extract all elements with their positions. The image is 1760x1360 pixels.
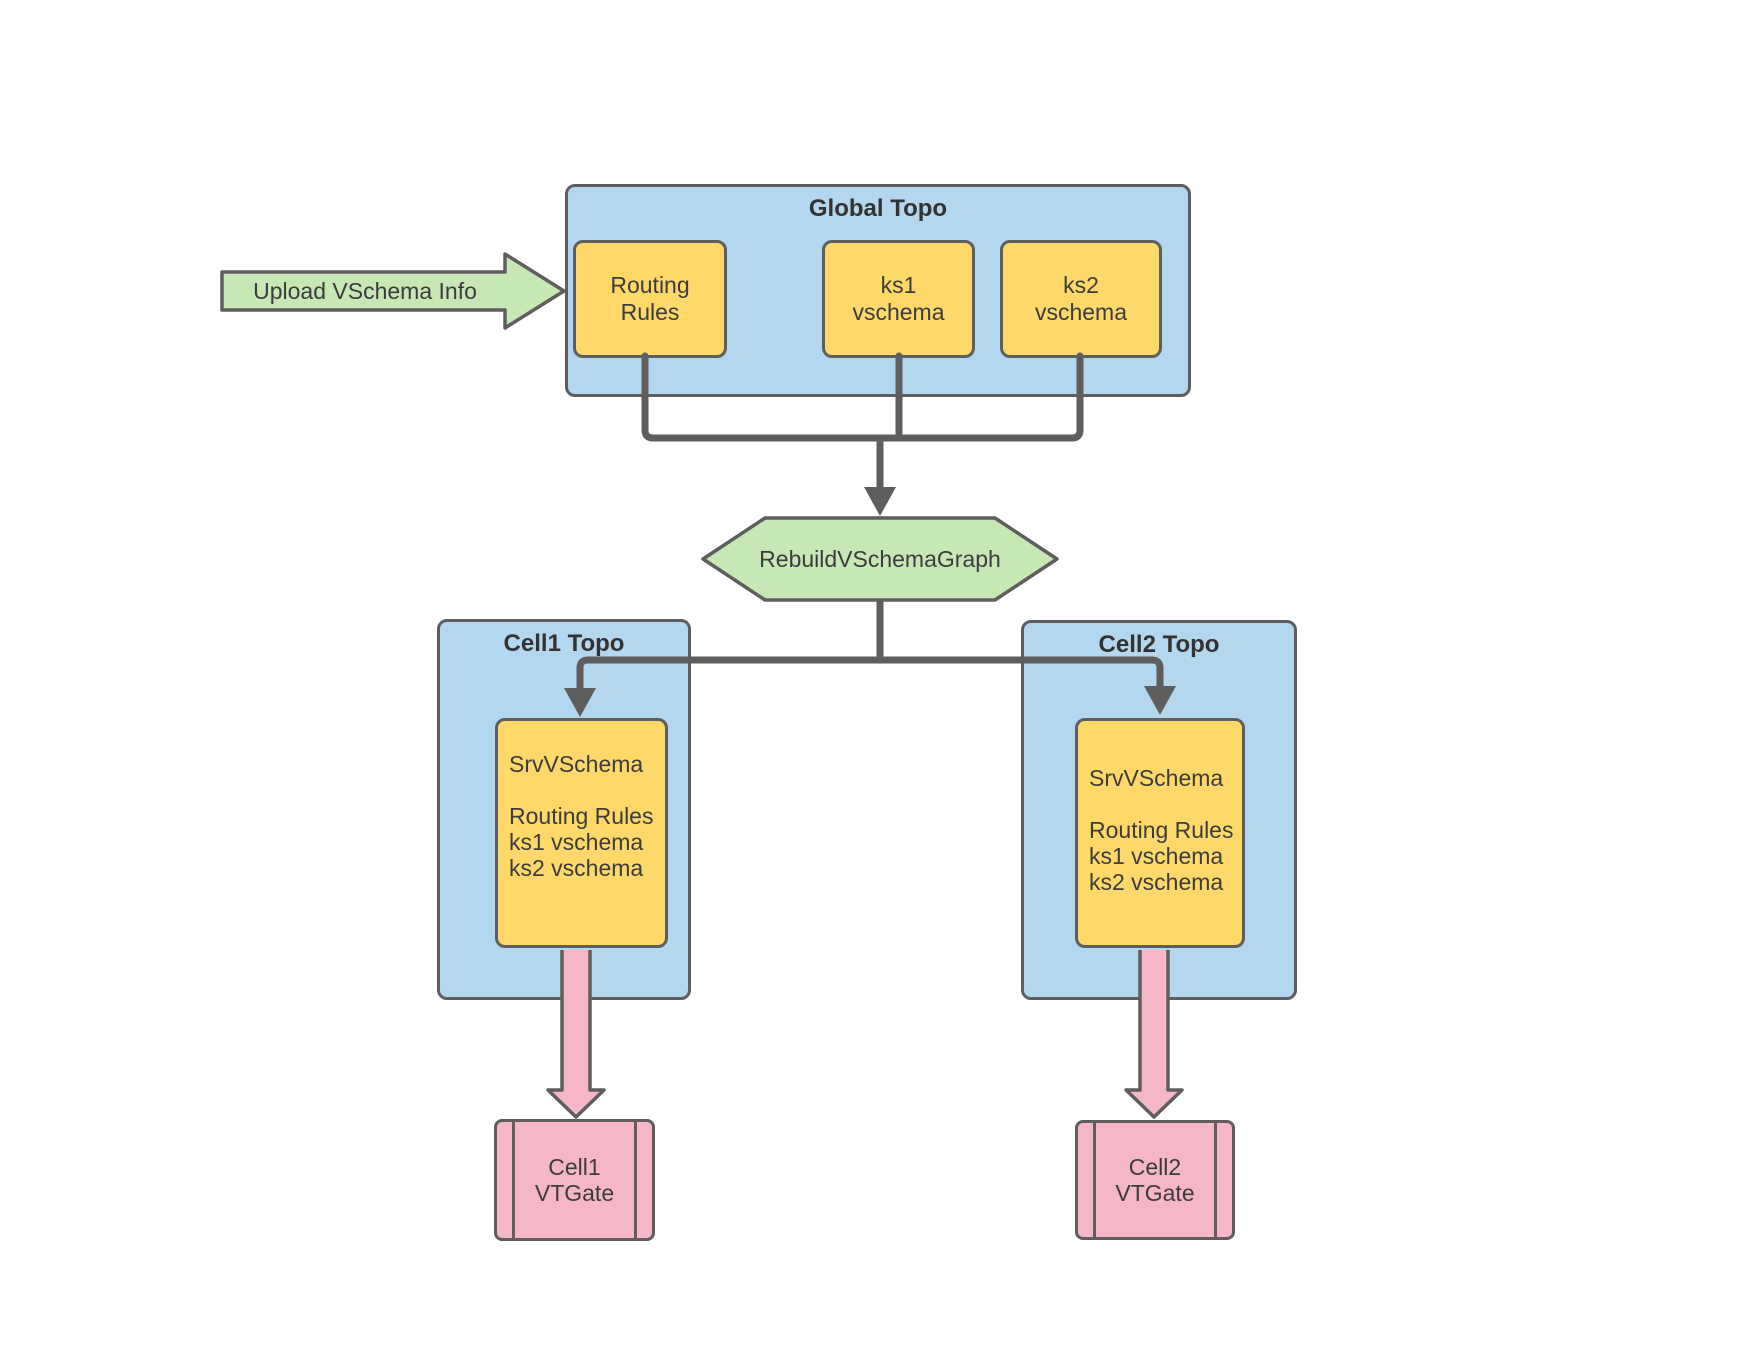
cell2-topo-title: Cell2 Topo (1098, 631, 1220, 658)
cell1-vtgate-line2: VTGate (534, 1180, 615, 1206)
node-routing-rules: Routing Rules (573, 240, 727, 358)
spacer (1078, 791, 1242, 817)
node-ks1-vschema: ks1 vschema (822, 240, 975, 358)
node-routing-rules-line1: Routing (610, 272, 690, 298)
rebuild-hexagon-label: RebuildVSchemaGraph (759, 545, 1001, 572)
cell1-srv-line: SrvVSchema (509, 751, 644, 777)
global-topo-title: Global Topo (808, 195, 948, 222)
cell2-srv-line: SrvVSchema (1089, 765, 1224, 791)
cell2-vtgate-line1: Cell2 (1128, 1154, 1182, 1180)
node-ks2-line1: ks2 (1063, 272, 1099, 298)
vtgate-side-bar (1214, 1123, 1217, 1237)
cell1-srv-vschema-box: SrvVSchema Routing Rules ks1 vschema ks2… (495, 718, 668, 948)
cell2-srv-line: Routing Rules (1089, 817, 1234, 843)
cell2-vtgate-box: Cell2 VTGate (1075, 1120, 1235, 1240)
node-ks2-line2: vschema (1034, 299, 1128, 325)
cell1-vtgate-box: Cell1 VTGate (494, 1119, 655, 1241)
node-ks1-line2: vschema (852, 299, 945, 325)
upload-arrow-label: Upload VSchema Info (253, 277, 477, 304)
spacer (498, 777, 665, 803)
cell2-vtgate-line2: VTGate (1115, 1180, 1195, 1206)
cell2-srv-vschema-box: SrvVSchema Routing Rules ks1 vschema ks2… (1075, 718, 1245, 948)
cell1-srv-line: Routing Rules (509, 803, 654, 829)
node-routing-rules-line2: Rules (620, 299, 680, 325)
cell1-srv-line: ks1 vschema (509, 829, 644, 855)
node-ks1-line1: ks1 (880, 272, 917, 298)
cell1-srv-line: ks2 vschema (509, 855, 644, 881)
vtgate-side-bar (1093, 1123, 1096, 1237)
cell1-vtgate-line1: Cell1 (548, 1154, 601, 1180)
node-ks2-vschema: ks2 vschema (1000, 240, 1162, 358)
vtgate-side-bar (512, 1122, 515, 1238)
cell1-topo-title: Cell1 Topo (503, 630, 625, 657)
arrowhead-to-rebuild (864, 487, 896, 516)
cell2-srv-line: ks1 vschema (1089, 843, 1224, 869)
vtgate-side-bar (634, 1122, 637, 1238)
cell2-srv-line: ks2 vschema (1089, 869, 1224, 895)
